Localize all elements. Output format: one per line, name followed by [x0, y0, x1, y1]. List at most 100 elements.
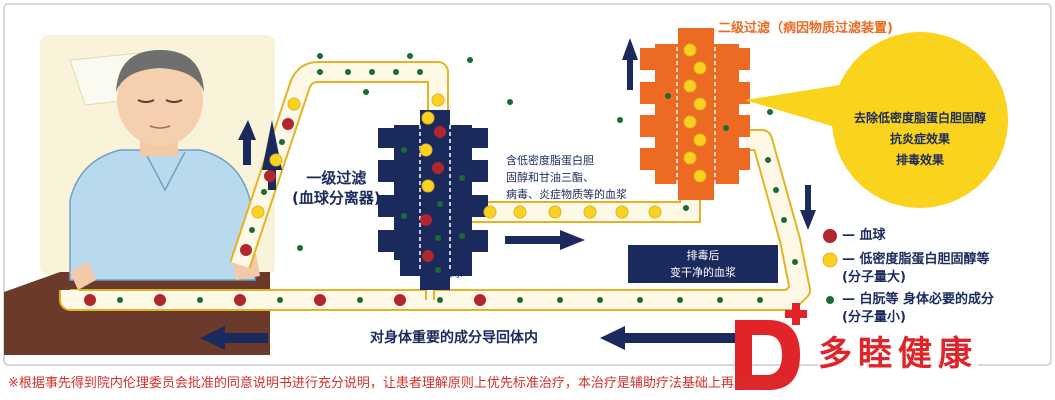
albumin-dot: [197, 297, 203, 303]
patient-hand-left: [70, 262, 96, 290]
albumin-dot: [665, 93, 671, 99]
patient-face: [117, 54, 203, 146]
albumin-dot: [407, 53, 413, 59]
albumin-dot: [717, 297, 723, 303]
effects-list: 去除低密度脂蛋白胆固醇 抗炎症效果 排毒效果: [840, 108, 1000, 171]
flow-arrow-left-up: [238, 120, 256, 165]
albumin-dot: [435, 235, 441, 241]
primary-filter-title-line: 一级过滤: [306, 169, 367, 187]
albumin-dot: [435, 267, 441, 273]
effect-item: 排毒效果: [895, 153, 944, 167]
ldl-dot: [693, 133, 707, 147]
particles: [84, 43, 798, 306]
ldl-dot: [683, 43, 697, 57]
albumin-dot: [401, 213, 407, 219]
blood-cell-dot: [474, 294, 486, 306]
albumin-dot: [765, 157, 771, 163]
blood-cell-dot: [234, 294, 246, 306]
albumin-dot: [517, 297, 523, 303]
legend-line: — 低密度脂蛋白胆固醇等: [842, 252, 990, 267]
brand-plus-v: [792, 303, 800, 325]
albumin-dot: [767, 109, 773, 115]
brand-plus: +: [788, 300, 789, 301]
eye-left: [137, 99, 155, 103]
ldl-dot: [421, 179, 435, 193]
ldl-dot: [693, 169, 707, 183]
albumin-dot: [277, 297, 283, 303]
blood-cell-dot: [422, 250, 434, 262]
legend-line: — 血球: [842, 228, 886, 243]
eye-right: [165, 99, 183, 103]
albumin-dot: [637, 297, 643, 303]
tube-return: [61, 131, 809, 309]
blood-cell-dot: [394, 294, 406, 306]
ldl-dot: [693, 61, 707, 75]
albumin-dot: [683, 205, 689, 211]
blood-cell-dot: [314, 294, 326, 306]
blood-cell-label: 血球: [442, 269, 462, 280]
ldl-dot: [683, 79, 697, 93]
flow-arrow-return-left: [200, 326, 268, 350]
ldl-dot: [421, 111, 435, 125]
primary-filter-title-line: (血球分离器): [292, 189, 381, 207]
ldl-dot: [548, 205, 562, 219]
gown-collar: [144, 151, 186, 192]
legend-markers: [822, 229, 838, 304]
primary-filter-title: 一级过滤 (血球分离器): [292, 168, 381, 208]
albumin-dot: [393, 69, 399, 75]
albumin-dot: [677, 297, 683, 303]
legend-line: (分子量小): [842, 310, 906, 325]
flow-arrow-plasma: [505, 230, 585, 250]
return-label: 对身体重要的成分导回体内: [370, 330, 538, 346]
blood-cell-dot: [84, 294, 96, 306]
plasma-note-line: 固醇和甘油三酯、: [506, 171, 594, 184]
legend-item-albumin: — 白朊等 身体必要的成分 (分子量小): [842, 291, 994, 327]
blood-cell-dot: [264, 170, 276, 182]
ldl-dot: [419, 143, 433, 157]
plasma-note: 含低密度脂蛋白胆 固醇和甘油三酯、 病毒、炎症物质等的血浆: [506, 152, 627, 203]
legend-marker-green: [826, 296, 834, 304]
effect-item: 抗炎症效果: [889, 132, 950, 146]
albumin-dot: [279, 139, 285, 145]
legend-marker-red: [823, 229, 837, 243]
blood-cell-dot: [420, 214, 432, 226]
ldl-dot: [693, 97, 707, 111]
ldl-dot: [648, 205, 662, 219]
albumin-dot: [723, 125, 729, 131]
patient-gown: [69, 149, 256, 281]
albumin-dot: [459, 175, 465, 181]
albumin-dot: [345, 69, 351, 75]
ldl-dot: [287, 97, 301, 111]
plasma-note-line: 含低密度脂蛋白胆: [506, 154, 594, 167]
legend-item-blood-cell: — 血球: [842, 227, 886, 245]
brand-letter: D: [788, 300, 789, 301]
albumin-dot: [357, 297, 363, 303]
ldl-dot: [583, 205, 597, 219]
blood-cell-dot: [240, 244, 252, 256]
detox-box: [628, 245, 778, 283]
legend-item-ldl: — 低密度脂蛋白胆固醇等 (分子量大): [842, 251, 990, 287]
blood-cell-dot: [154, 294, 166, 306]
albumin-dot: [417, 69, 423, 75]
mouth: [149, 125, 171, 129]
brand-logo: [735, 303, 807, 390]
plasma-note-line: 病毒、炎症物质等的血浆: [506, 188, 627, 201]
ldl-dot: [431, 93, 445, 107]
albumin-dot: [261, 189, 267, 195]
ldl-dot: [683, 151, 697, 165]
albumin-dot: [792, 259, 798, 265]
blood-cell-dot: [432, 162, 444, 174]
ldl-dot: [513, 205, 527, 219]
ldl-dot: [683, 115, 697, 129]
detox-box-line: 排毒后: [686, 249, 720, 262]
albumin-dot: [507, 99, 513, 105]
effects-callout: [745, 32, 1008, 208]
albumin-dot: [437, 201, 443, 207]
albumin-dot: [249, 227, 255, 233]
brand-d-mark: [735, 320, 800, 390]
flow-arrow-down-right: [800, 185, 816, 230]
albumin-dot: [617, 117, 623, 123]
albumin-dot: [363, 89, 369, 95]
